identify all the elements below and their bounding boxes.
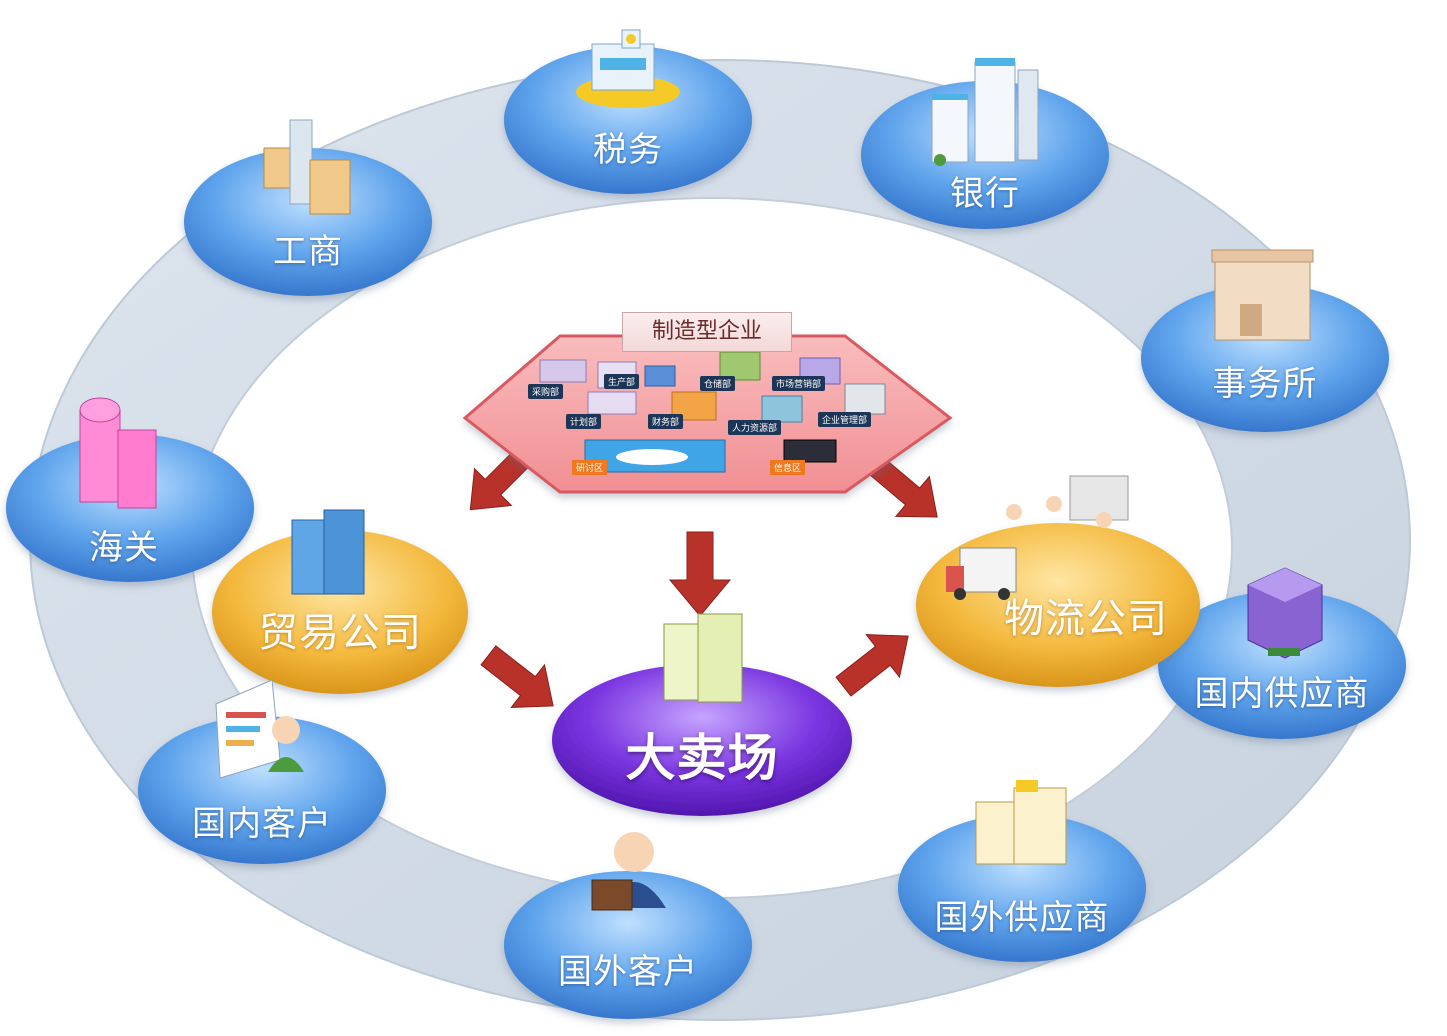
foreign-customer-label: 国外客户 xyxy=(558,952,698,992)
commerce-disc xyxy=(184,148,432,296)
dept-tag-purchasing: 采购部 xyxy=(528,384,564,399)
trade-label: 贸易公司 xyxy=(258,610,422,656)
firm-disc xyxy=(1141,284,1389,432)
firm-label: 事务所 xyxy=(1212,364,1318,404)
domestic-supplier-label: 国内供应商 xyxy=(1194,674,1370,714)
logistics-truck-icon xyxy=(946,475,1129,600)
office-house-icon xyxy=(1211,249,1314,341)
foreign-customer-disc xyxy=(504,871,752,1019)
zone-tag-information: 信息区 xyxy=(770,460,806,475)
dept-tag-management: 企业管理部 xyxy=(818,412,872,427)
mall-disc xyxy=(552,664,852,816)
bank-label: 银行 xyxy=(950,174,1020,214)
dept-tag-finance: 财务部 xyxy=(648,414,684,429)
domestic-customer-disc xyxy=(138,716,386,864)
customs-label: 海关 xyxy=(89,528,159,568)
mall-building-icon xyxy=(663,613,743,703)
dept-tag-production: 生产部 xyxy=(604,374,640,389)
dept-tag-marketing: 市场营销部 xyxy=(772,376,826,391)
foreign-supplier-disc xyxy=(898,814,1146,962)
zone-tag-discussion: 研讨区 xyxy=(572,460,608,475)
businessman-icon xyxy=(591,832,666,911)
tax-disc xyxy=(504,46,752,194)
customs-tower-icon xyxy=(79,397,157,509)
supplier-cube-icon xyxy=(1247,567,1323,659)
logistics-label: 物流公司 xyxy=(1004,596,1168,642)
arrow-mall-to-logistics xyxy=(835,634,909,697)
domestic-supplier-disc xyxy=(1158,591,1406,739)
customer-woman-icon xyxy=(215,679,304,779)
trade-building-icon xyxy=(291,509,365,595)
trade-disc xyxy=(212,530,468,694)
domestic-customer-label: 国内客户 xyxy=(192,804,332,844)
tax-office-icon xyxy=(576,29,680,108)
office-building-icon xyxy=(263,119,351,215)
dept-tag-hr: 人力资源部 xyxy=(728,420,782,435)
dept-tag-warehouse: 仓储部 xyxy=(700,376,736,391)
bank-building-icon xyxy=(931,58,1039,166)
supplier-building-icon xyxy=(975,780,1067,865)
arrow-trade-to-mall xyxy=(480,645,554,708)
arrow-to-logistics xyxy=(866,455,938,518)
dept-tag-planning: 计划部 xyxy=(566,414,602,429)
factory-title: 制造型企业 xyxy=(622,312,792,352)
commerce-label: 工商 xyxy=(273,232,343,272)
tax-label: 税务 xyxy=(593,130,663,170)
flow-arrows xyxy=(469,443,938,708)
arrow-to-mall xyxy=(668,531,732,617)
foreign-supplier-label: 国外供应商 xyxy=(934,898,1110,938)
mall-label: 大卖场 xyxy=(625,729,779,787)
